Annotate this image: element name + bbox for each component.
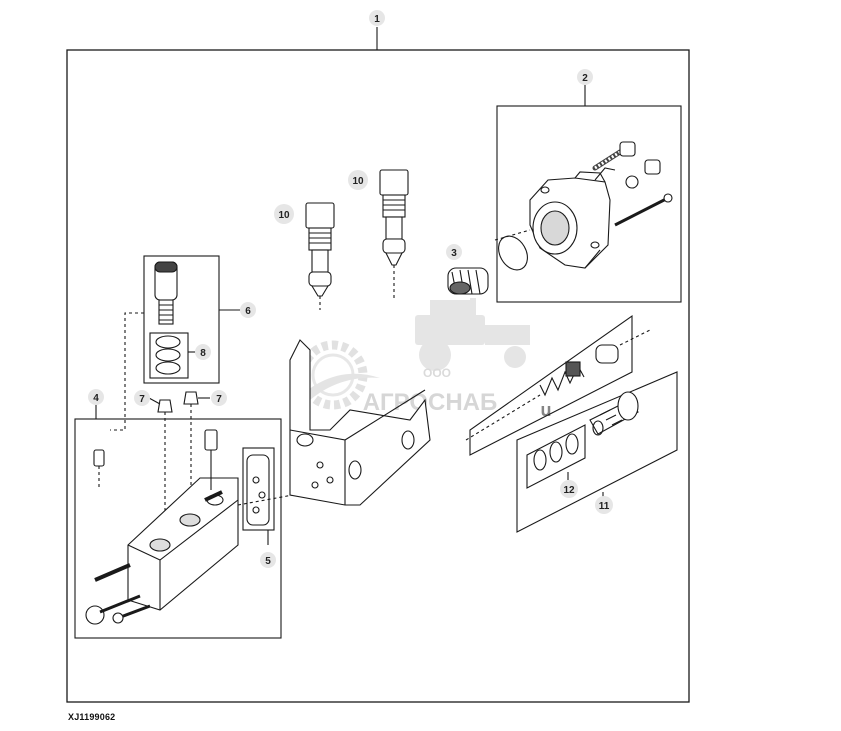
callout-2: 2 — [582, 73, 588, 84]
cartridge-part — [589, 391, 639, 436]
housing-small-parts — [494, 141, 673, 271]
callout-7-left-bubble — [134, 390, 150, 406]
spool-spring-part — [465, 329, 651, 441]
main-assembly-frame — [66, 49, 690, 703]
watermark-brand-text: АГРОСНАБ — [363, 389, 498, 416]
callout-6-bubble — [240, 302, 256, 318]
callout-7-right-bubble — [211, 390, 227, 406]
figure-reference-code: XJ1199062 — [68, 712, 116, 722]
watermark-suffix-text: u — [541, 400, 552, 420]
callout-labels: 1 2 3 4 5 6 7 7 8 10 10 11 12 — [93, 14, 610, 567]
solenoid-part — [154, 261, 178, 325]
box-spring-spool — [469, 314, 633, 456]
callout-4: 4 — [93, 393, 99, 404]
plug-part-10-right — [379, 169, 409, 300]
callout-4-bubble — [88, 389, 104, 405]
callout-10-left: 10 — [278, 210, 290, 221]
callout-8: 8 — [200, 348, 206, 359]
callout-12: 12 — [563, 485, 575, 496]
watermark-logo: ООО АГРОСНАБ u — [298, 298, 552, 420]
box-end-section-assembly — [74, 418, 282, 639]
callout-3-bubble — [446, 244, 462, 260]
box-seal-kit-12 — [526, 424, 586, 489]
plug-part-10-left — [305, 202, 335, 310]
callout-bubbles — [88, 10, 613, 568]
callout-12-bubble — [560, 480, 578, 498]
callout-11-bubble — [595, 496, 613, 514]
callout-5-bubble — [260, 552, 276, 568]
callout-8-bubble — [195, 344, 211, 360]
callout-6: 6 — [245, 306, 251, 317]
valve-housing-part — [529, 167, 616, 269]
box-seal-kit-8 — [149, 332, 189, 379]
end-section-body — [85, 429, 239, 625]
callout-5: 5 — [265, 556, 271, 567]
spring-part-3 — [447, 267, 489, 295]
callout-1: 1 — [374, 14, 380, 25]
box-solenoid-assembly — [143, 255, 220, 384]
box-housing-assembly — [496, 105, 682, 303]
callout-10-left-bubble — [274, 204, 294, 224]
callout-2-bubble — [577, 69, 593, 85]
callout-1-bubble — [369, 10, 385, 26]
callout-3: 3 — [451, 248, 457, 259]
center-valve-body — [289, 339, 431, 506]
callout-10-right-bubble — [348, 170, 368, 190]
callout-11: 11 — [599, 501, 610, 512]
callout-7-right: 7 — [216, 394, 222, 405]
box-gasket-5 — [242, 447, 275, 531]
watermark-small-text: ООО — [423, 366, 451, 380]
tractor-icon — [415, 298, 530, 371]
callout-10-right: 10 — [352, 176, 364, 187]
callout-7-left: 7 — [139, 394, 145, 405]
